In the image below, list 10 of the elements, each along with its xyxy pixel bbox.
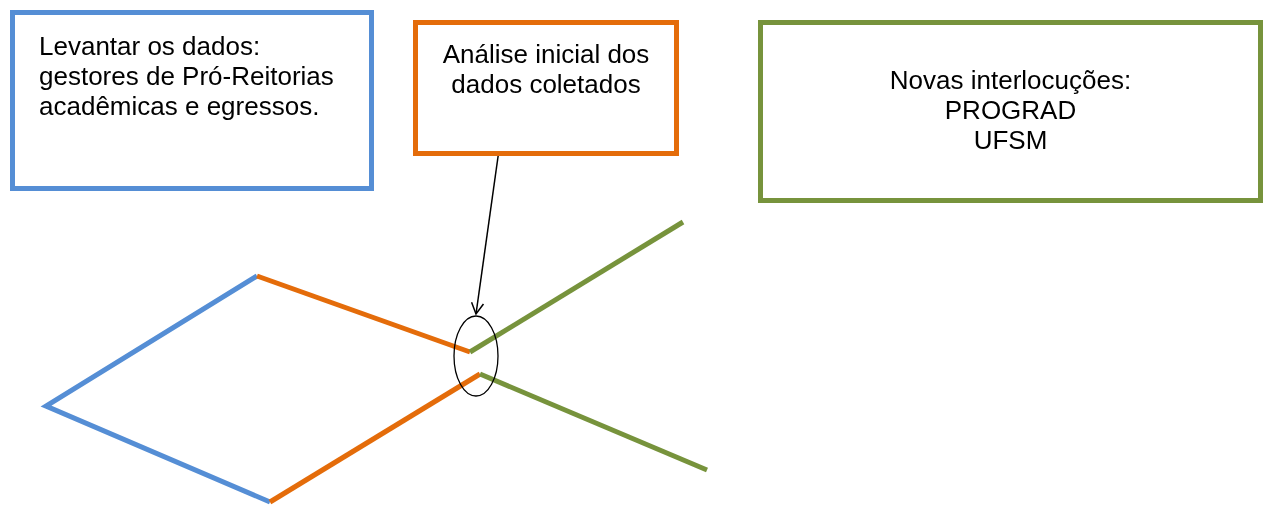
box-text: Novas interlocuções: [888, 65, 1133, 95]
text-box [758, 20, 1263, 203]
text-box [413, 20, 679, 156]
box-text: PROGRAD [943, 95, 1078, 125]
ellipse-outline [452, 314, 500, 398]
arrow [470, 155, 499, 315]
box-text: UFSM [972, 125, 1049, 155]
box-text: Levantar os dados: gestores de Pró-Reitorias acadêmicas e egressos. [39, 31, 335, 121]
text-box [10, 10, 374, 191]
box-text: Análise inicial dos dados coletados [441, 39, 651, 99]
